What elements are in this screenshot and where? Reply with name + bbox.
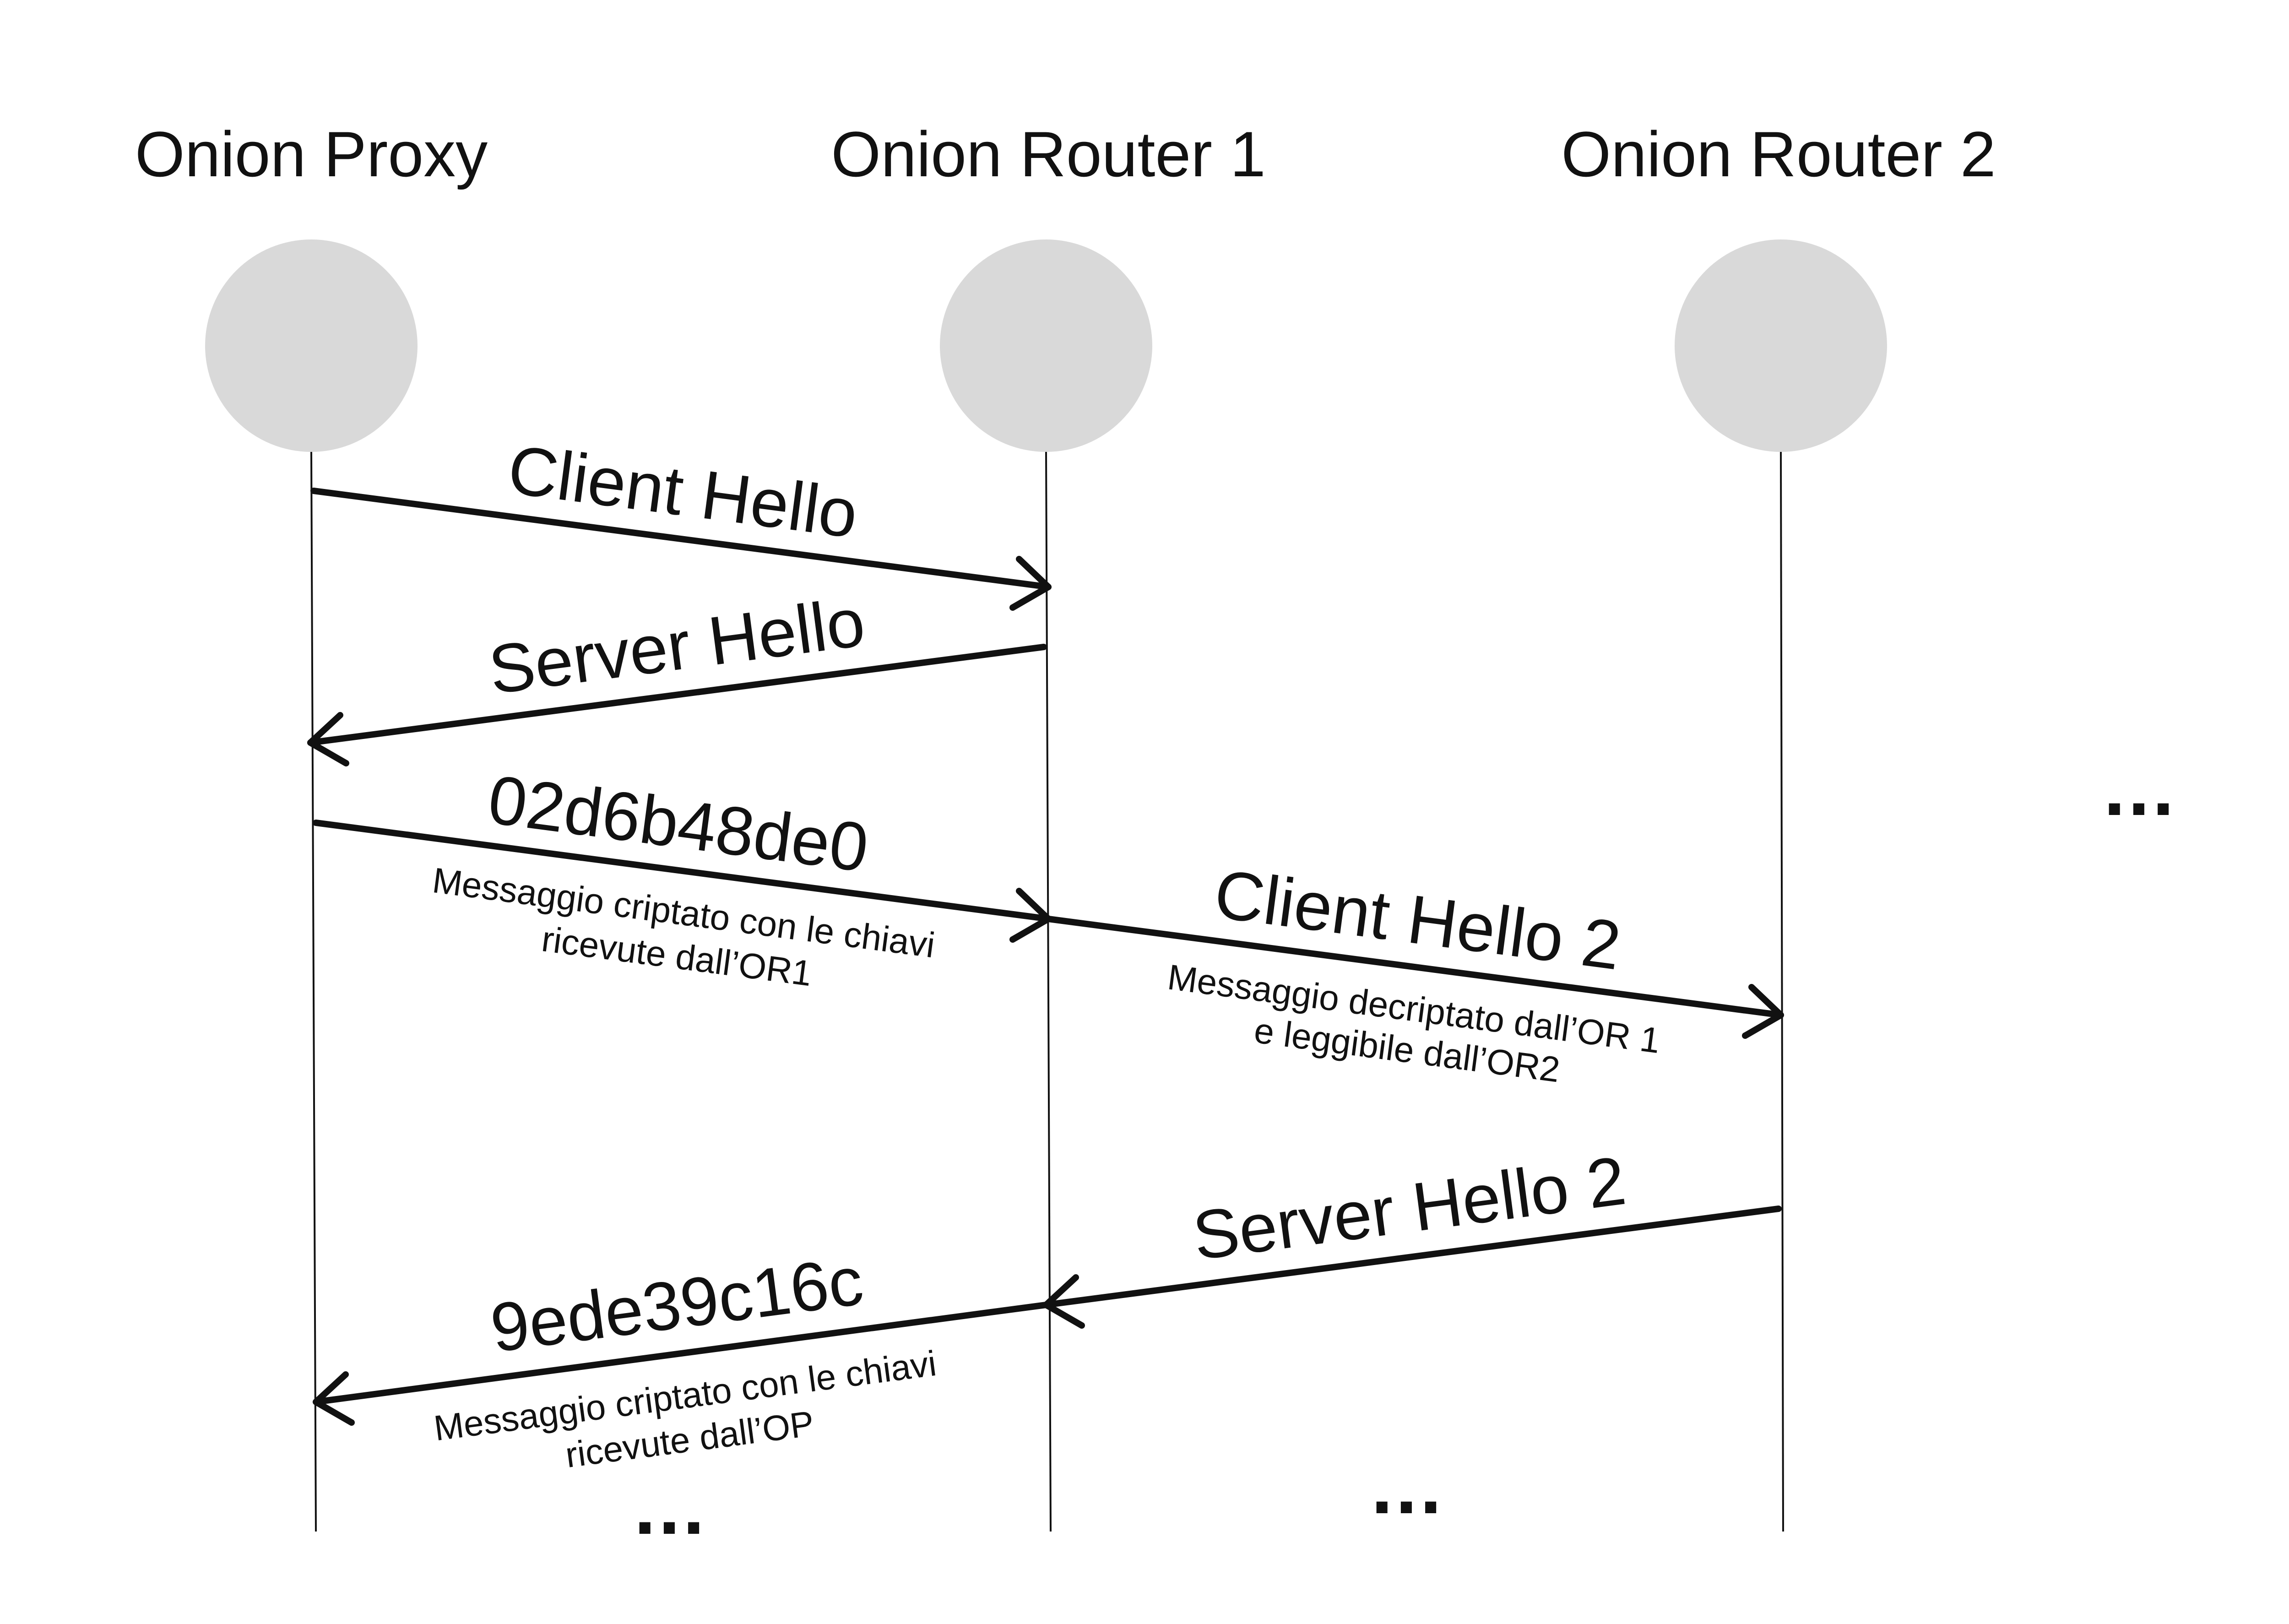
message-label-client-hello: Client Hello: [504, 430, 862, 552]
arrow-client-hello: [310, 488, 1052, 590]
participant-node-onion-router-2: [1675, 239, 1887, 452]
arrowhead-client-hello: [1009, 556, 1052, 611]
participant-title-onion-router-1: Onion Router 1: [831, 118, 1265, 190]
arrowhead-encrypted-to-op: [313, 1371, 355, 1426]
participant-title-onion-proxy: Onion Proxy: [135, 118, 488, 190]
participant-node-onion-proxy: [205, 239, 418, 452]
lifeline-onion-router-1: [1045, 451, 1052, 1532]
continuation-ellipsis-right: ...: [2104, 745, 2177, 832]
message-client-hello-2: Client Hello 2 Messaggio decriptato dall…: [1045, 855, 1784, 1090]
arrow-server-hello-2: [1043, 1206, 1782, 1308]
continuation-ellipsis-below-router2: ...: [1371, 1443, 1444, 1530]
participant-node-onion-router-1: [940, 239, 1152, 452]
arrow-encrypted-to-op: [313, 1302, 1049, 1405]
lifeline-onion-proxy: [310, 451, 317, 1532]
message-label-encrypted-to-op: 9ede39c16c: [486, 1242, 867, 1367]
lifeline-onion-router-2: [1780, 451, 1784, 1532]
message-server-hello-2: Server Hello 2: [1043, 1142, 1782, 1329]
participant-title-onion-router-2: Onion Router 2: [1561, 118, 1996, 190]
arrow-client-hello-2: [1045, 916, 1784, 1018]
message-client-hello: Client Hello: [310, 430, 1052, 611]
arrow-encrypted-to-or1: [313, 820, 1052, 922]
message-label-server-hello: Server Hello: [484, 583, 869, 709]
arrowhead-client-hello-2: [1742, 984, 1784, 1039]
arrow-server-hello: [307, 644, 1047, 746]
message-encrypted-to-op: 9ede39c16c Messaggio criptato con le chi…: [313, 1242, 1049, 1475]
message-server-hello: Server Hello: [307, 583, 1047, 766]
arrowhead-server-hello: [307, 712, 349, 766]
message-encrypted-to-or1: 02d6b48de0 Messaggio criptato con le chi…: [313, 760, 1052, 994]
continuation-ellipsis-below-proxy: ...: [634, 1464, 707, 1551]
